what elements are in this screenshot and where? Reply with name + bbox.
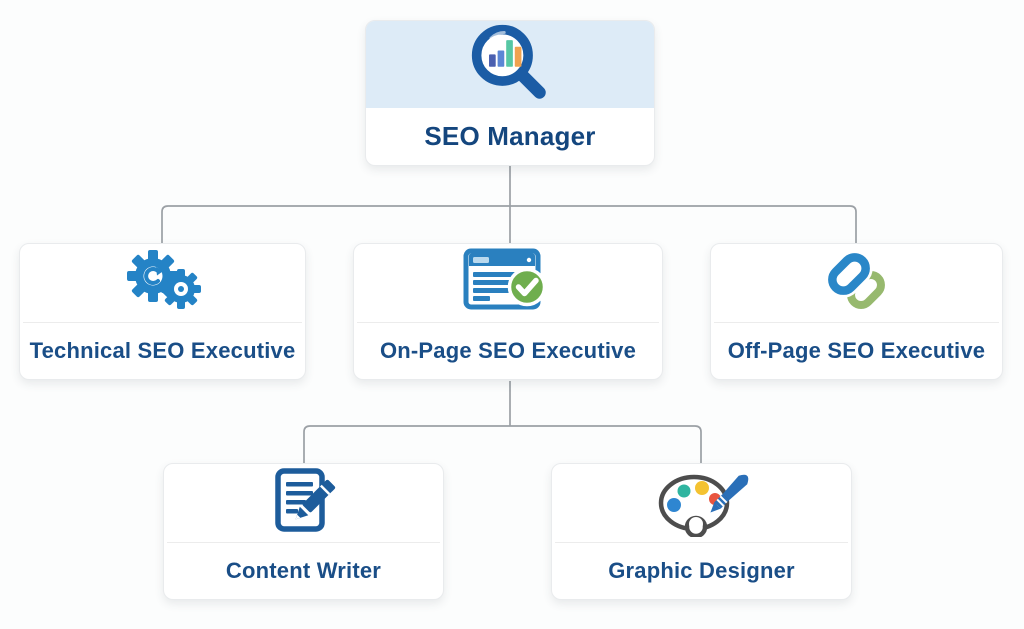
node-technical-seo-executive: Technical SEO Executive (19, 243, 306, 380)
gears-icon (120, 247, 206, 320)
seo-manager-icon-area (366, 21, 654, 108)
card-divider (714, 322, 999, 323)
node-seo-manager: SEO Manager (365, 20, 655, 166)
connector-level2-rail (161, 205, 857, 243)
search-analytics-icon (462, 21, 558, 108)
document-pencil-icon (262, 466, 346, 541)
node-label: SEO Manager (424, 121, 596, 151)
content-writer-icon-area (164, 464, 443, 542)
on-page-icon-area (354, 244, 662, 322)
technical-icon-area (20, 244, 305, 322)
graphic-designer-icon-area (552, 464, 851, 542)
page-check-icon (461, 246, 555, 321)
node-off-page-seo-executive: Off-Page SEO Executive (710, 243, 1003, 380)
node-label: Technical SEO Executive (29, 338, 296, 363)
card-divider (167, 542, 440, 543)
node-label: Content Writer (225, 558, 382, 583)
node-on-page-seo-executive: On-Page SEO Executive (353, 243, 663, 380)
node-label: On-Page SEO Executive (379, 338, 637, 363)
chain-link-icon (815, 246, 899, 321)
connector-level3-rail (303, 425, 702, 463)
card-divider (555, 542, 848, 543)
off-page-icon-area (711, 244, 1002, 322)
palette-brush-icon (652, 465, 752, 542)
node-label: Graphic Designer (608, 558, 795, 583)
node-content-writer: Content Writer (163, 463, 444, 600)
card-divider (357, 322, 659, 323)
card-divider (23, 322, 302, 323)
node-label: Off-Page SEO Executive (727, 338, 986, 363)
node-graphic-designer: Graphic Designer (551, 463, 852, 600)
